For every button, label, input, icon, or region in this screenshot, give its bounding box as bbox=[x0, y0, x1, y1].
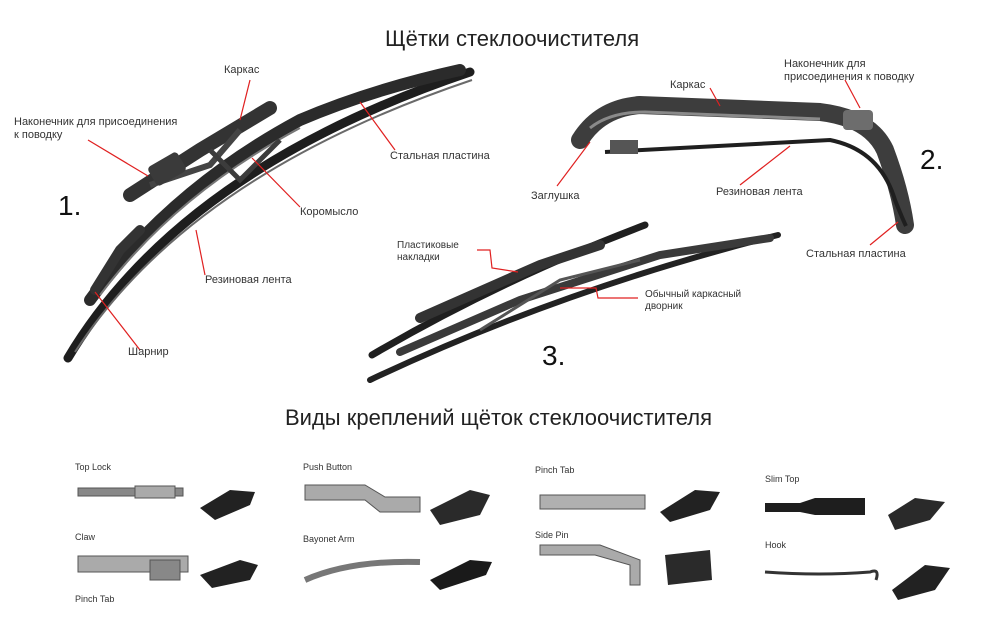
pointer-lines bbox=[87, 79, 899, 351]
mount-push-button-label: Push Button bbox=[303, 462, 353, 472]
mounts-title: Виды креплений щёток стеклоочистителя bbox=[285, 405, 712, 430]
mount-bayonet-arm-label: Bayonet Arm bbox=[303, 534, 355, 544]
wiper-1-drawing bbox=[63, 64, 475, 363]
w1-tip-label-1: Наконечник для присоединения bbox=[14, 116, 178, 128]
w2-cap-label: Заглушка bbox=[531, 190, 580, 202]
w3-plastic-label-1: Пластиковые bbox=[397, 240, 459, 251]
w2-tip-label-1: Наконечник для bbox=[784, 58, 866, 70]
w1-tip-label-2: к поводку bbox=[14, 129, 63, 141]
w2-steel-label: Стальная пластина bbox=[806, 248, 906, 260]
wiper-2-drawing bbox=[571, 95, 914, 234]
w1-hinge-label: Шарнир bbox=[128, 346, 169, 358]
w3-frame-label-2: дворник bbox=[645, 301, 683, 312]
w3-frame-label-1: Обычный каркасный bbox=[645, 289, 742, 300]
mount-pinch-tab-2-label: Pinch Tab bbox=[535, 465, 575, 475]
mount-side-pin-label: Side Pin bbox=[535, 530, 569, 540]
mount-drawings bbox=[77, 484, 950, 600]
w2-karkas-label: Каркас bbox=[670, 79, 706, 91]
w1-rubber-label: Резиновая лента bbox=[205, 274, 292, 286]
w2-rubber-label: Резиновая лента bbox=[716, 186, 803, 198]
mount-top-lock-label: Top Lock bbox=[75, 462, 112, 472]
w1-steel-label: Стальная пластина bbox=[390, 150, 490, 162]
wiper-3-drawing bbox=[367, 221, 781, 383]
number-2: 2. bbox=[920, 144, 944, 175]
number-1: 1. bbox=[58, 190, 82, 221]
mount-pinch-tab-1-label: Pinch Tab bbox=[75, 594, 115, 604]
w1-karkas-label: Каркас bbox=[224, 64, 260, 76]
w1-rocker-label: Коромысло bbox=[300, 206, 359, 218]
mount-slim-top-label: Slim Top bbox=[765, 474, 800, 484]
w2-tip-label-2: присоединения к поводку bbox=[784, 71, 915, 83]
w3-plastic-label-2: накладки bbox=[397, 252, 440, 263]
main-title: Щётки стеклоочистителя bbox=[385, 26, 640, 51]
number-3: 3. bbox=[542, 340, 566, 371]
mount-hook-label: Hook bbox=[765, 540, 787, 550]
mount-claw-label: Claw bbox=[75, 532, 96, 542]
